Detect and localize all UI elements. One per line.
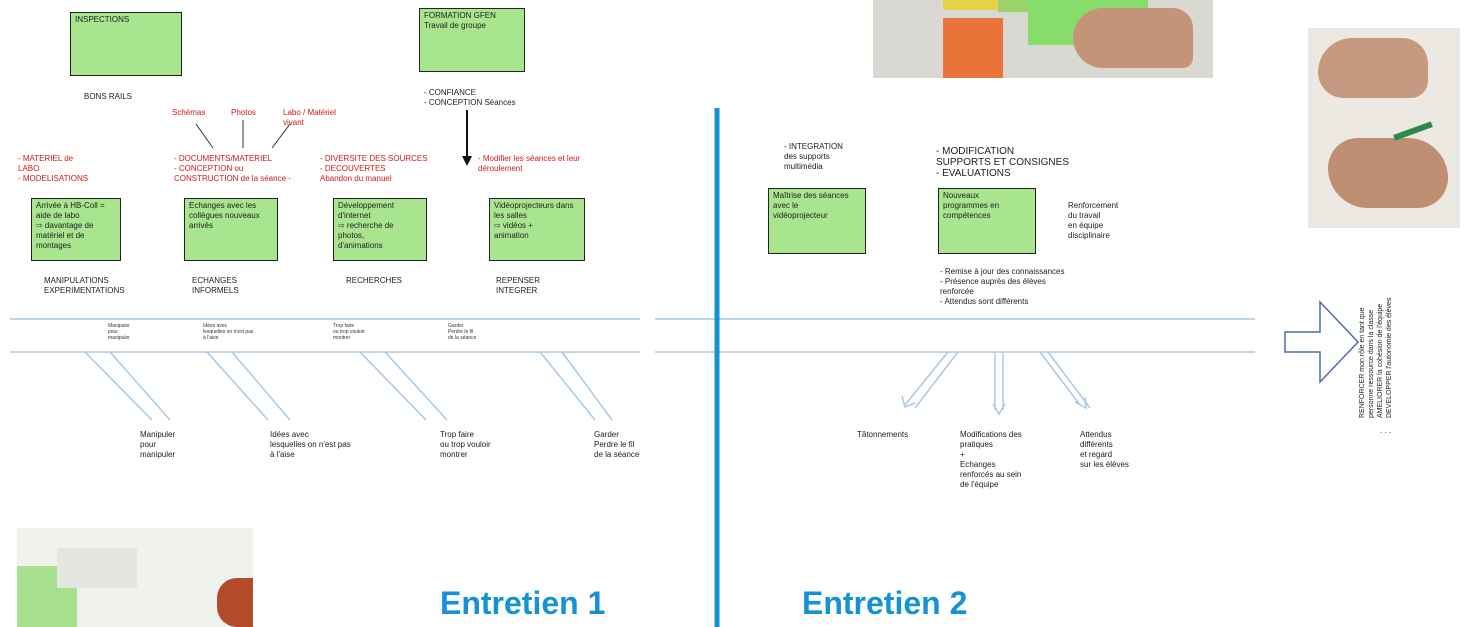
box-nouveaux-programmes: Nouveaux programmes en compétences	[938, 188, 1036, 254]
tiny-label-4: Garder Perdre le fil de la séance	[448, 323, 477, 341]
renforcement-label: Renforcement du travail en équipe discip…	[1068, 201, 1119, 240]
caption-repenser: REPENSER INTEGRER	[496, 276, 541, 295]
materiel-labels: - MATERIEL de LABO - MODELISATIONS	[18, 154, 89, 183]
modifications-label: Modifications des pratiques + Echanges r…	[960, 430, 1022, 489]
labo-label: Labo / Matériel vivant	[283, 108, 336, 127]
tiny-label-3: Trop faire ou trop vouloir montrer	[333, 323, 365, 341]
integration-label: - INTEGRATION des supports multimédia	[784, 142, 843, 171]
photo-hand-writing	[1308, 28, 1460, 228]
caption-recherches: RECHERCHES	[346, 276, 403, 285]
box-arrivee: Arrivée à HB-Coll = aide de labo ⇨ davan…	[31, 198, 121, 261]
tatonnements-label: Tâtonnements	[857, 430, 909, 439]
box-echanges: Echanges avec les collègues nouveaux arr…	[184, 198, 278, 261]
renforcer-rotated-text: RENFORCER mon rôle en tant que personne …	[1359, 297, 1393, 418]
entretien-2-title: Entretien 2	[802, 585, 968, 621]
box-developpement: Développement d'internet ⇨ recherche de …	[333, 198, 427, 261]
diversite-labels: - DIVERSITE DES SOURCES - DECOUVERTES Ab…	[320, 154, 428, 183]
ellipsis-dots: . . .	[1380, 426, 1392, 435]
entretien-1-title: Entretien 1	[440, 585, 606, 621]
bottom-label-3: Trop faire ou trop vouloir montrer	[440, 430, 491, 459]
modification-label: - MODIFICATION SUPPORTS ET CONSIGNES - E…	[936, 146, 1069, 179]
tiny-label-2: Idées avec lesquelles on n'est pas à l'a…	[203, 323, 254, 341]
modifier-label: - Modifier les séances et leur dérouleme…	[478, 154, 581, 173]
photo-sticky-notes	[873, 0, 1213, 78]
schemas-label: Schémas	[172, 108, 206, 117]
formation-box: FORMATION GFEN Travail de groupe	[419, 8, 525, 72]
inspections-box: INSPECTIONS	[70, 12, 182, 76]
caption-echanges: ECHANGES INFORMELS	[192, 276, 239, 295]
confiance-label: - CONFIANCE - CONCEPTION Séances	[424, 88, 516, 107]
photo-paper-bottom	[17, 528, 253, 627]
caption-manipulations: MANIPULATIONS EXPERIMENTATIONS	[44, 276, 125, 295]
photos-label: Photos	[231, 108, 256, 117]
tiny-label-1: Manipuler pour manipuler	[108, 323, 130, 341]
bottom-label-1: Manipuler pour manipuler	[140, 430, 176, 459]
bottom-label-2: Idées avec lesquelles on n'est pas à l'a…	[270, 430, 351, 459]
remise-label: - Remise à jour des connaissances - Prés…	[940, 267, 1065, 306]
box-maitrise: Maîtrise des séances avec le vidéoprojec…	[768, 188, 866, 254]
documents-labels: - DOCUMENTS/MATERIEL - CONCEPTION ou CON…	[174, 154, 291, 183]
attendus-label: Attendus différents et regard sur les él…	[1080, 430, 1129, 469]
bons-rails-label: BONS RAILS	[84, 92, 133, 101]
bottom-label-4: Garder Perdre le fil de la séance	[594, 430, 640, 459]
box-videoprojecteurs: Vidéoprojecteurs dans les salles ⇨ vidéo…	[489, 198, 585, 261]
